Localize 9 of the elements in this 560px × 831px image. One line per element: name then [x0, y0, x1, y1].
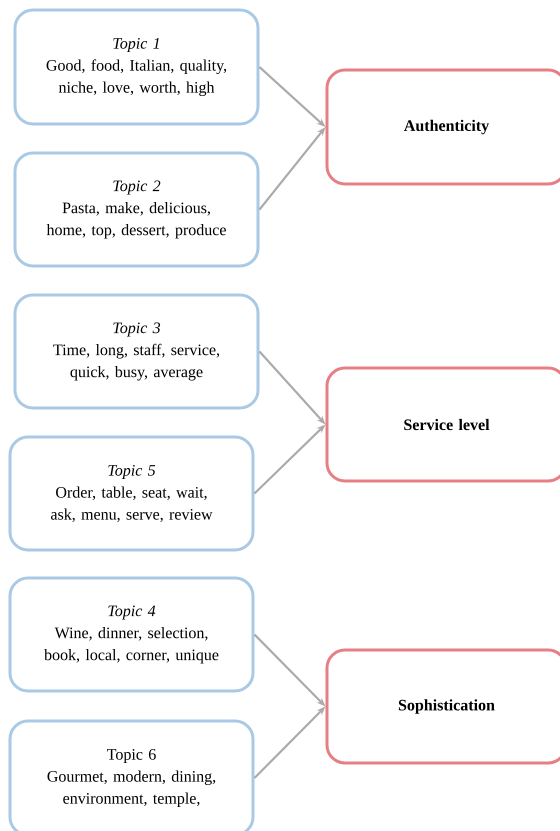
- topic-box: Topic 5 Order, table, seat, wait, ask, menu, serve, review: [8, 436, 254, 552]
- category-box: Sophistication: [326, 648, 560, 764]
- category-box: Service level: [326, 366, 560, 482]
- topic-box: Topic 3 Time, long, staff, service, quick, busy, average: [14, 294, 260, 410]
- topic-box: Topic 1 Good, food, Italian, quality, niche, love, worth, high: [14, 8, 260, 126]
- topic-box: Topic 6 Gourmet, modern, dining, environment, temple,: [8, 720, 254, 831]
- topic-box: Topic 4 Wine, dinner, selection, book, local, corner, unique: [8, 576, 254, 692]
- category-box: Authenticity: [326, 68, 560, 186]
- topic-box: Topic 2 Pasta, make, delicious, home, top, dessert, produce: [14, 152, 260, 268]
